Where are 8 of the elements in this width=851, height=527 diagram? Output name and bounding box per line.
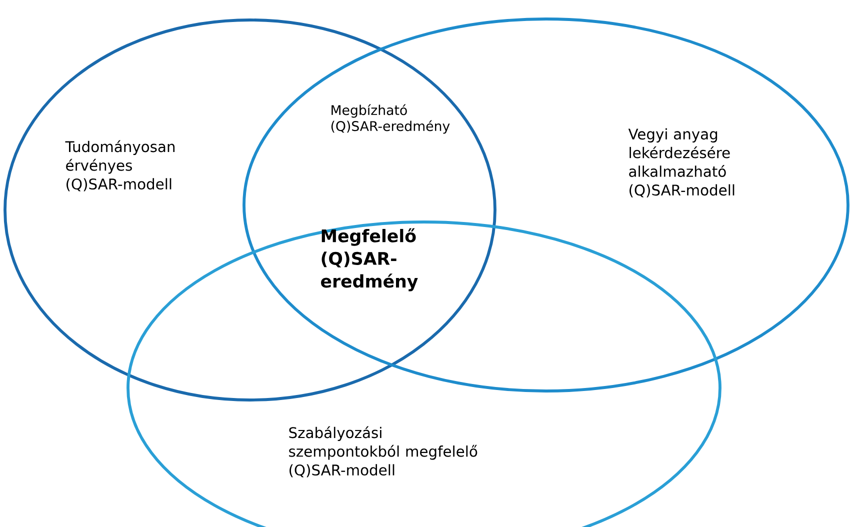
circle-outline — [4, 18, 496, 402]
set-label: Tudományosan érvényes (Q)SAR-modell — [65, 140, 175, 192]
intersection-label: Megbízható (Q)SAR-eredmény — [331, 104, 450, 134]
set-label: Vegyi anyag lekérdezésére alkalmazható (Q)SAR-modell — [628, 128, 734, 198]
set-label: Szabályozási szempontokból megfelelő (Q)SAR-modell — [289, 426, 478, 478]
circle-outline — [242, 18, 850, 392]
intersection-title: Megfelelő (Q)SAR-eredmény — [321, 228, 418, 292]
circle-outline — [126, 220, 722, 527]
